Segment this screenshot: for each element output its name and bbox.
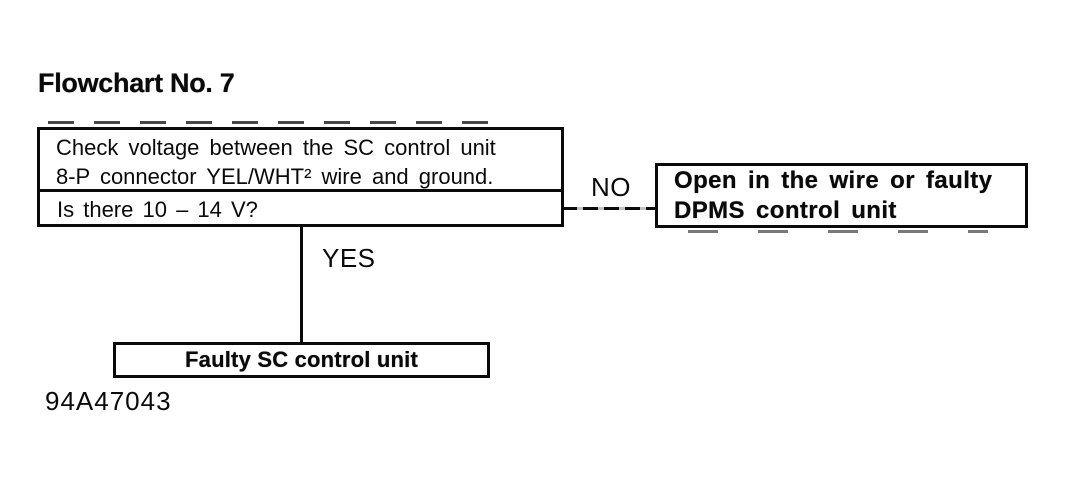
decision-instruction: Check voltage between the SC control uni… <box>40 130 561 192</box>
decision-box: Check voltage between the SC control uni… <box>37 121 564 227</box>
decision-question: Is there 10 – 14 V? <box>57 197 258 222</box>
decision-instruction-line-2: 8-P connector YEL/WHT² wire and ground. <box>56 164 494 189</box>
yes-result-box: Faulty SC control unit <box>113 342 490 378</box>
decision-instruction-line-1: Check voltage between the SC control uni… <box>56 135 496 160</box>
no-result-line-1: Open in the wire or faulty <box>674 167 993 194</box>
yes-branch-line <box>300 227 303 342</box>
figure-code: 94A47043 <box>45 386 172 416</box>
no-result-box: Open in the wire or faulty DPMS control … <box>655 163 1028 233</box>
page-title: Flowchart No. 7 <box>38 68 235 98</box>
no-branch-line <box>562 207 656 210</box>
no-result-line-2: DPMS control unit <box>674 197 897 224</box>
no-branch-label: NO <box>591 172 631 202</box>
yes-branch-label: YES <box>322 243 376 273</box>
